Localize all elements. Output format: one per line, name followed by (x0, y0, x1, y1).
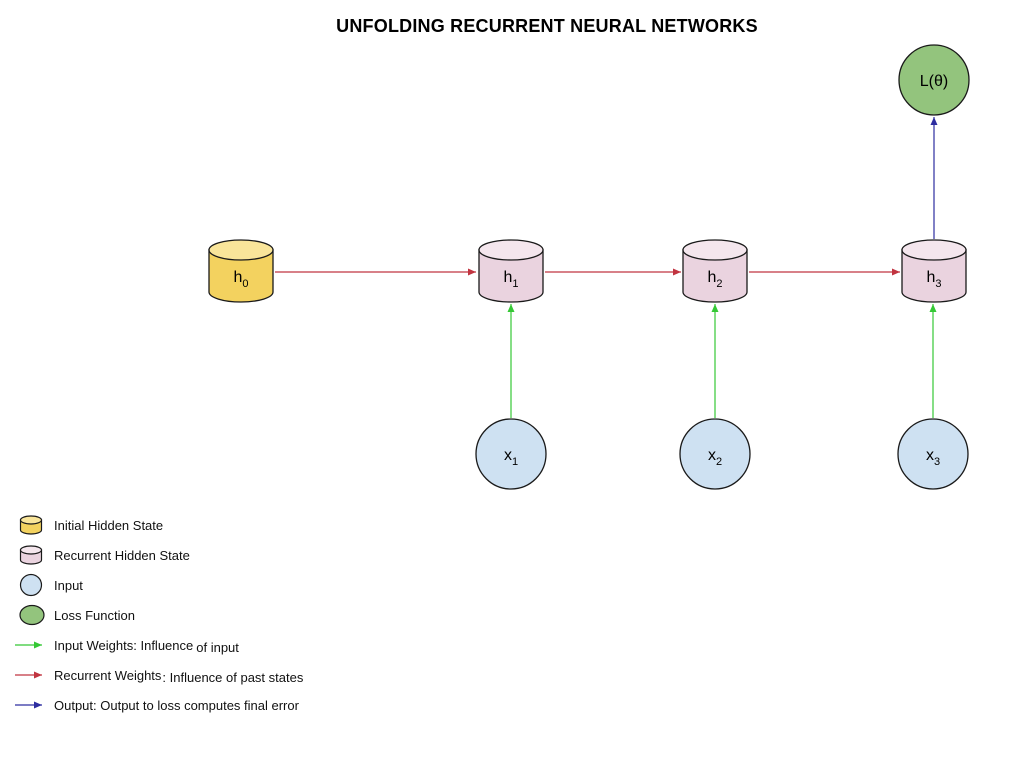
label-subscript: 3 (934, 456, 940, 468)
label-base: h (233, 269, 242, 286)
node-x2-label: x2 (708, 447, 722, 468)
legend-item-output: Output: Output to loss computes final er… (14, 690, 303, 720)
cylinder-top (901, 239, 967, 261)
diagram-title: UNFOLDING RECURRENT NEURAL NETWORKS (336, 16, 758, 36)
legend-item-recurrent-hidden-state: Recurrent Hidden State (14, 540, 303, 570)
legend-label: Initial Hidden State (54, 517, 164, 533)
node-h1: h1 (478, 239, 544, 303)
ellipse-green-icon (14, 604, 54, 626)
label-base: h (926, 269, 935, 286)
node-x3-label: x3 (926, 447, 940, 468)
cylinder-top (682, 239, 748, 261)
label-base: x (708, 447, 716, 464)
legend-label: Output: Output to loss computes final er… (54, 697, 299, 713)
arrow-blue-icon (14, 700, 54, 710)
cylinder-yellow-icon (14, 514, 54, 536)
node-loss-label: L(θ) (920, 73, 948, 90)
node-x1-label: x1 (504, 447, 518, 468)
cylinder-top (208, 239, 274, 261)
legend-label: Input (54, 577, 83, 593)
cylinder-body (478, 249, 544, 303)
label-base: h (503, 269, 512, 286)
node-h2: h2 (682, 239, 748, 303)
label-subscript: 0 (242, 278, 248, 290)
legend: Initial Hidden State Recurrent Hidden St… (14, 510, 303, 720)
legend-label: Loss Function (54, 607, 135, 623)
legend-label-suffix: : Influence of past states (162, 669, 304, 685)
label-subscript: 1 (512, 278, 518, 290)
label-subscript: 1 (512, 456, 518, 468)
label-subscript: 2 (716, 456, 722, 468)
legend-label: Recurrent Weights: Influence of past sta… (54, 667, 304, 685)
label-base: x (504, 447, 512, 464)
arrow-green-icon (14, 640, 54, 650)
arrow-red-icon (14, 670, 54, 680)
input-circle (897, 418, 969, 490)
node-h3: h3 (901, 239, 967, 303)
cylinder-body (208, 249, 274, 303)
legend-item-loss-function: Loss Function (14, 600, 303, 630)
input-circle (475, 418, 547, 490)
node-h0-label: h0 (233, 269, 248, 290)
cylinder-top (478, 239, 544, 261)
label-subscript: 2 (716, 278, 722, 290)
node-loss: L(θ) (898, 44, 970, 116)
node-h3-label: h3 (926, 269, 941, 290)
legend-item-recurrent-weights: Recurrent Weights: Influence of past sta… (14, 660, 303, 690)
legend-label: Recurrent Hidden State (54, 547, 190, 563)
node-h1-label: h1 (503, 269, 518, 290)
label-subscript: 3 (935, 278, 941, 290)
node-x2: x2 (679, 418, 751, 490)
legend-item-input: Input (14, 570, 303, 600)
cylinder-body (901, 249, 967, 303)
cylinder-pink-icon (14, 544, 54, 566)
node-x3: x3 (897, 418, 969, 490)
node-h0: h0 (208, 239, 274, 303)
loss-circle (898, 44, 970, 116)
legend-label-prefix: Recurrent Weights (54, 667, 162, 683)
label-base: h (707, 269, 716, 286)
label-base: x (926, 447, 934, 464)
legend-label-prefix: Input Weights: Influence (54, 637, 194, 653)
legend-item-initial-hidden-state: Initial Hidden State (14, 510, 303, 540)
circle-blue-icon (14, 573, 54, 597)
cylinder-body (682, 249, 748, 303)
input-circle (679, 418, 751, 490)
legend-label-suffix: of input (196, 639, 239, 655)
node-h2-label: h2 (707, 269, 722, 290)
node-x1: x1 (475, 418, 547, 490)
